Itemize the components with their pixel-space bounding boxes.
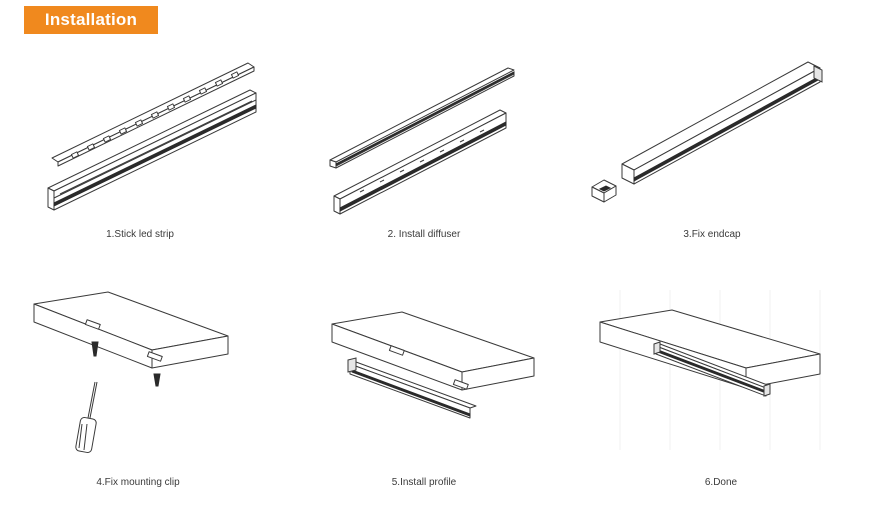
- step-1-illustration: [30, 58, 290, 218]
- installed-profile-illustration: [599, 290, 821, 450]
- step-5-caption: 5.Install profile: [391, 477, 457, 488]
- step-2-illustration: [300, 58, 560, 218]
- led-chip-icons: [70, 71, 240, 159]
- endcap-onto-profile-illustration: [591, 61, 823, 203]
- step-6-caption: 6.Done: [704, 477, 738, 488]
- step-1-caption: 1.Stick led strip: [106, 229, 174, 240]
- diffuser-onto-profile-illustration: [329, 67, 515, 215]
- endcap-icon: [591, 179, 617, 203]
- step-4-caption: 4.Fix mounting clip: [96, 477, 180, 488]
- profile-onto-clips-illustration: [331, 311, 535, 419]
- screwdriver-mounting-clip-illustration: [33, 291, 229, 453]
- step-5-illustration: [310, 290, 570, 450]
- step-6-illustration: [590, 290, 850, 450]
- screwdriver-icon: [75, 381, 98, 453]
- mounting-clip-icons: [84, 319, 163, 362]
- led-strip-into-profile-illustration: [47, 62, 257, 211]
- step-3-caption: 3.Fix endcap: [683, 229, 741, 240]
- section-title-banner: Installation: [24, 6, 158, 34]
- mounting-clip-icons: [388, 345, 469, 390]
- screw-icons: [91, 341, 161, 387]
- step-4-illustration: [18, 278, 278, 470]
- step-3-illustration: [580, 52, 840, 218]
- step-2-caption: 2. Install diffuser: [387, 229, 461, 240]
- led-chip-icons: [359, 129, 485, 193]
